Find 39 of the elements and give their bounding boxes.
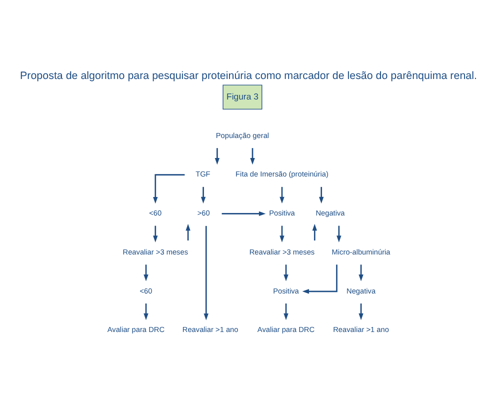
arrow xyxy=(319,186,324,204)
node-text: Reavaliar >1 ano xyxy=(182,325,238,334)
node-text: Avaliar para DRC xyxy=(107,325,165,334)
arrow xyxy=(302,264,338,294)
arrow xyxy=(144,264,148,282)
arrow xyxy=(186,224,190,240)
node-text: População geral xyxy=(216,130,270,140)
node-text: Reavaliar >3 meses xyxy=(122,247,188,256)
arrow xyxy=(153,226,158,242)
arrow xyxy=(312,224,317,240)
arrow xyxy=(336,226,342,242)
arrow xyxy=(280,226,284,242)
node-text: Reavaliar >3 meses xyxy=(249,247,315,256)
arrow xyxy=(222,211,266,216)
arrow xyxy=(284,304,288,320)
node-text: TGF xyxy=(196,170,210,179)
node-text: Negativa xyxy=(346,286,376,296)
arrow xyxy=(214,148,220,165)
label: Figura 3 xyxy=(226,91,258,102)
arrow xyxy=(358,304,364,320)
arrow xyxy=(144,304,148,320)
arrow xyxy=(284,264,288,282)
arrow xyxy=(200,186,206,204)
node-text: <60 xyxy=(140,286,152,296)
node-text: Positiva xyxy=(269,208,295,218)
arrow xyxy=(358,264,364,282)
node-text: Fita de Imersão (proteinúria) xyxy=(236,170,328,179)
arrow xyxy=(250,148,255,165)
node-text: Negativa xyxy=(316,208,345,218)
node-text: Positiva xyxy=(273,286,299,296)
node-text: Avaliar para DRC xyxy=(257,325,315,334)
node-text: <60 xyxy=(149,208,162,218)
node-text: Micro-albuminúria xyxy=(332,247,390,256)
arrow xyxy=(204,226,208,320)
node-text: Reavaliar >1 ano xyxy=(333,325,389,334)
arrow xyxy=(153,174,185,204)
arrow xyxy=(280,186,284,204)
node-text: >60 xyxy=(197,208,210,218)
diagram-title: Proposta de algoritmo para pesquisar proteinúria como marcador de lesão do parênquima renal. xyxy=(20,70,477,82)
